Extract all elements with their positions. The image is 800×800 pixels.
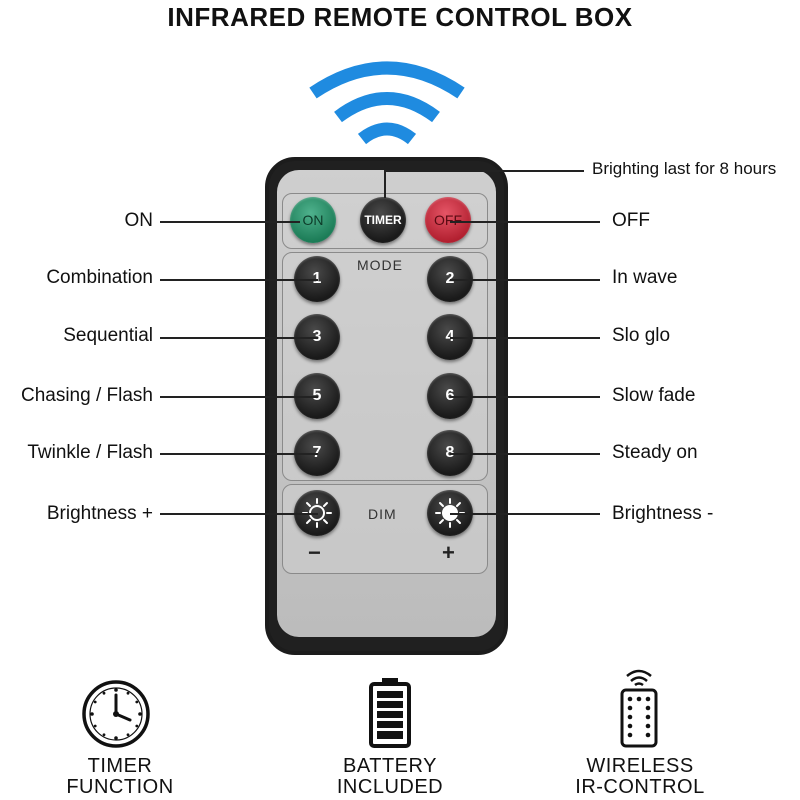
callout-line-off <box>450 221 600 223</box>
page-title: INFRARED REMOTE CONTROL BOX <box>167 2 633 32</box>
plus-sign: + <box>442 540 455 565</box>
feature-wireless-line1: WIRELESS <box>586 755 694 777</box>
callout-twinkle-flash: Twinkle / Flash <box>27 442 153 463</box>
callout-line-6 <box>450 396 600 398</box>
feature-timer-label: TIMER FUNCTION <box>30 756 210 798</box>
callout-sequential: Sequential <box>63 325 153 346</box>
feature-battery-label: BATTERY INCLUDED <box>300 756 480 798</box>
on-button[interactable]: ON <box>290 197 336 243</box>
feature-wireless-label: WIRELESS IR-CONTROL <box>550 756 730 798</box>
callout-line-4 <box>450 337 600 339</box>
off-button[interactable]: OFF <box>425 197 471 243</box>
clock-icon <box>82 680 150 748</box>
feature-battery-line1: BATTERY <box>343 755 437 777</box>
callout-chasing-flash: Chasing / Flash <box>20 385 153 406</box>
callout-brightness-plus: Brightness + <box>46 503 153 524</box>
callout-line-brightness-plus <box>160 513 318 515</box>
feature-timer-line1: TIMER <box>87 755 153 777</box>
callout-line-timer-drop <box>384 170 386 198</box>
callout-line-3 <box>160 337 318 339</box>
callout-steady-on: Steady on <box>612 442 698 463</box>
feature-battery-line2: INCLUDED <box>336 776 444 798</box>
callout-off: OFF <box>612 210 650 231</box>
dim-label: DIM <box>368 506 397 522</box>
feature-wireless-line2: IR-CONTROL <box>575 776 705 798</box>
timer-button[interactable]: TIMER <box>360 197 406 243</box>
callout-line-brightness-minus <box>450 513 600 515</box>
sun-icon <box>435 498 465 528</box>
remote-icon <box>620 669 658 748</box>
feature-timer-line2: FUNCTION <box>66 776 174 798</box>
callout-line-8 <box>450 453 600 455</box>
callout-combination: Combination <box>46 267 153 288</box>
callout-line-on <box>160 221 300 223</box>
callout-line-2 <box>450 279 600 281</box>
mode-label: MODE <box>357 257 403 273</box>
wifi-icon <box>309 61 465 145</box>
callout-slo-glo: Slo glo <box>612 325 671 346</box>
callout-brightness-minus: Brightness - <box>612 503 714 524</box>
battery-icon <box>369 678 411 748</box>
callout-in-wave: In wave <box>612 267 678 288</box>
minus-sign: − <box>308 540 321 565</box>
callout-line-timer <box>384 170 584 172</box>
callout-line-7 <box>160 453 318 455</box>
callout-line-5 <box>160 396 318 398</box>
callout-timer-note: Brighting last for 8 hours <box>592 159 777 178</box>
callout-on: ON <box>124 210 154 231</box>
callout-line-1 <box>160 279 318 281</box>
callout-slow-fade: Slow fade <box>612 385 696 406</box>
